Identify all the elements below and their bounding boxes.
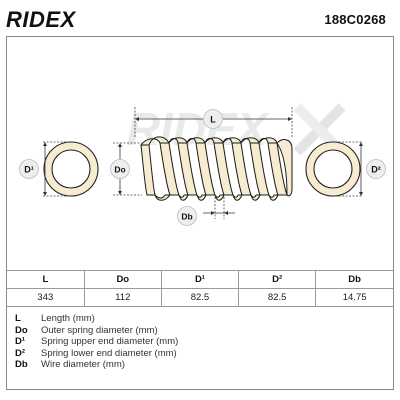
db-badge: Db — [177, 206, 197, 226]
legend-item: Do Outer spring diameter (mm) — [15, 325, 178, 337]
value-l: 343 — [7, 288, 85, 307]
value-d2: 82.5 — [238, 288, 317, 307]
d1-badge: D¹ — [19, 159, 39, 179]
dimensions-table: L Do D¹ D² Db 343 112 82.5 82.5 14.75 — [7, 270, 393, 307]
value-db: 14.75 — [315, 288, 393, 307]
legend-description: Wire diameter (mm) — [41, 359, 125, 371]
legend-description: Outer spring diameter (mm) — [41, 324, 158, 336]
do-badge: Do — [110, 159, 130, 179]
legend-item: D² Spring lower end diameter (mm) — [15, 348, 178, 360]
lower-end-ring — [305, 141, 361, 197]
column-header-d1: D¹ — [160, 270, 240, 289]
legend-key: Do — [15, 324, 28, 336]
value-do: 112 — [83, 288, 162, 307]
column-header-d2: D² — [238, 270, 317, 289]
legend-item: L Length (mm) — [15, 313, 178, 325]
legend-key: D¹ — [15, 336, 26, 348]
table-header-row: L Do D¹ D² Db — [7, 270, 393, 289]
d2-label: D² — [371, 165, 381, 175]
header: RIDEX 188C0268 — [6, 6, 390, 32]
upper-end-ring — [43, 141, 99, 197]
legend-key: Db — [15, 359, 28, 371]
legend-key: L — [15, 313, 21, 325]
legend-description: Length (mm) — [41, 313, 95, 325]
db-arrows — [211, 211, 228, 215]
column-header-l: L — [7, 270, 85, 289]
drawing-frame: RIDEX D¹ — [6, 36, 394, 390]
legend-item: D¹ Spring upper end diameter (mm) — [15, 336, 178, 348]
legend: L Length (mm) Do Outer spring diameter (… — [15, 313, 178, 371]
value-d1: 82.5 — [160, 288, 240, 307]
coil-spring — [140, 136, 293, 201]
column-header-do: Do — [83, 270, 162, 289]
d1-label: D¹ — [24, 165, 34, 175]
legend-key: D² — [15, 347, 26, 359]
do-label: Do — [114, 165, 125, 175]
d2-badge: D² — [366, 159, 386, 179]
legend-description: Spring upper end diameter (mm) — [41, 336, 179, 348]
l-badge: L — [203, 109, 223, 129]
part-number: 188C0268 — [324, 11, 386, 27]
table-row: 343 112 82.5 82.5 14.75 — [7, 288, 393, 307]
spring-drawing: RIDEX D¹ — [19, 103, 386, 226]
ridex-logo-mark: RIDEX — [6, 8, 77, 30]
column-header-db: Db — [315, 270, 393, 289]
db-label: Db — [181, 212, 192, 222]
l-label: L — [210, 115, 216, 125]
legend-item: Db Wire diameter (mm) — [15, 359, 178, 371]
legend-description: Spring lower end diameter (mm) — [41, 347, 177, 359]
ridex-logo: RIDEX — [6, 8, 116, 30]
brand-text: RIDEX — [6, 8, 77, 30]
